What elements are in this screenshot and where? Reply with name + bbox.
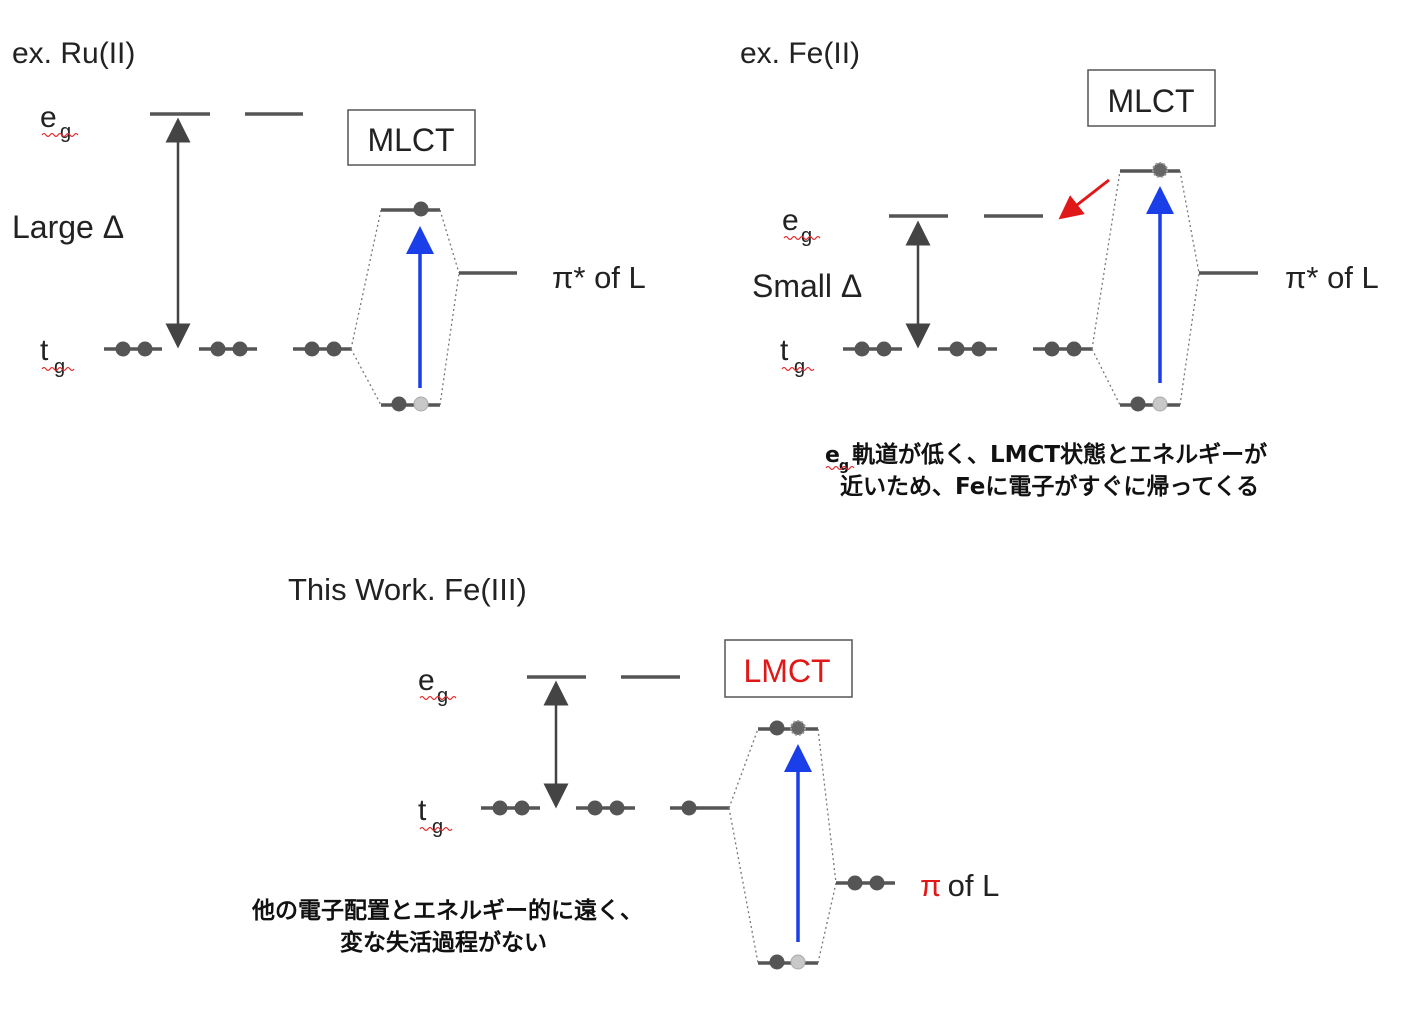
ru-mlct-box: [347, 109, 476, 166]
correlation-line: [1091, 348, 1121, 406]
electron: [769, 954, 785, 970]
spellcheck-underline: [783, 235, 821, 241]
electron: [854, 341, 870, 357]
fe3-orbital-symbol: π: [920, 868, 941, 903]
correlation-line: [1091, 170, 1121, 350]
electron: [769, 720, 785, 736]
red-pointer-arrow: [1058, 178, 1110, 220]
electron: [210, 341, 226, 357]
excited-electron: [790, 720, 806, 736]
electron: [971, 341, 987, 357]
fe3-note-line1: 他の電子配置とエネルギー的に遠く、: [251, 897, 643, 924]
correlation-line: [728, 807, 759, 964]
panel-ru-title: ex. Ru(II): [12, 37, 135, 70]
fe2-tg-label: t: [780, 334, 789, 367]
electron: [876, 341, 892, 357]
correlation-line: [350, 209, 382, 350]
ru-orbital-label: π* of L: [552, 260, 646, 295]
spellcheck-underline: [41, 132, 79, 138]
ru-eg-subscript: g: [60, 121, 71, 143]
fe2-note-eg: e: [825, 443, 840, 468]
spellcheck-underline: [419, 695, 457, 701]
correlation-line: [728, 728, 759, 809]
fe2-note-line2: 近いため、Feに電子がすぐに帰ってくる: [840, 473, 1259, 500]
electron: [1066, 341, 1082, 357]
fe2-eg-subscript: g: [801, 225, 812, 247]
hole: [790, 954, 806, 970]
fe3-eg-label: e: [418, 664, 435, 697]
correlation-line: [1179, 272, 1200, 406]
panel-fe2-title: ex. Fe(II): [740, 37, 860, 70]
electron: [587, 800, 603, 816]
hole: [413, 396, 429, 412]
electron: [869, 875, 885, 891]
fe3-lmct-label: LMCT: [743, 653, 830, 689]
fe3-eg-subscript: g: [437, 685, 448, 707]
electron: [304, 341, 320, 357]
fe2-delta-label: Small Δ: [752, 268, 862, 304]
ru-eg-label: e: [40, 101, 57, 134]
correlation-line: [817, 728, 837, 884]
correlation-line: [439, 272, 460, 406]
electron: [681, 800, 697, 816]
panel-fe3-title: This Work. Fe(III): [288, 572, 527, 607]
correlation-line: [439, 209, 460, 274]
ru-tg-label: t: [40, 334, 49, 367]
panel-fe3: This Work. Fe(III) e g LMCT t g: [251, 572, 999, 970]
correlation-line: [350, 348, 382, 406]
electron: [514, 800, 530, 816]
ru-mlct-label: MLCT: [367, 122, 454, 158]
fe3-tg-label: t: [418, 794, 427, 827]
fe3-orbital-label: of L: [939, 868, 999, 903]
electron: [115, 341, 131, 357]
spellcheck-underline: [825, 465, 855, 471]
correlation-line: [1179, 170, 1200, 274]
fe2-mlct-label: MLCT: [1107, 83, 1194, 119]
panel-ru: ex. Ru(II) e g Large Δ t g MLCT: [12, 37, 646, 412]
electron: [391, 396, 407, 412]
fe2-orbital-label: π* of L: [1285, 260, 1379, 295]
fe2-mlct-box: [1087, 69, 1216, 127]
correlation-line: [817, 882, 837, 964]
fe3-note-line2: 変な失活過程がない: [340, 929, 547, 956]
excited-electron: [1152, 162, 1168, 178]
electron: [326, 341, 342, 357]
electron: [492, 800, 508, 816]
spellcheck-underline: [41, 366, 75, 372]
electron: [413, 201, 429, 217]
hole: [1152, 396, 1168, 412]
spellcheck-underline: [781, 366, 815, 372]
spellcheck-underline: [419, 826, 453, 832]
electron: [232, 341, 248, 357]
electron: [1130, 396, 1146, 412]
fe2-eg-label: e: [782, 204, 799, 237]
electron: [1044, 341, 1060, 357]
ru-delta-label: Large Δ: [12, 209, 124, 245]
panel-fe2: ex. Fe(II) MLCT e g Small Δ t g: [740, 37, 1379, 500]
electron: [137, 341, 153, 357]
fe3-lmct-box: [724, 639, 853, 698]
electron: [609, 800, 625, 816]
electron: [847, 875, 863, 891]
electron: [949, 341, 965, 357]
fe2-note-line1: 軌道が低く、LMCT状態とエネルギーが: [852, 441, 1267, 468]
